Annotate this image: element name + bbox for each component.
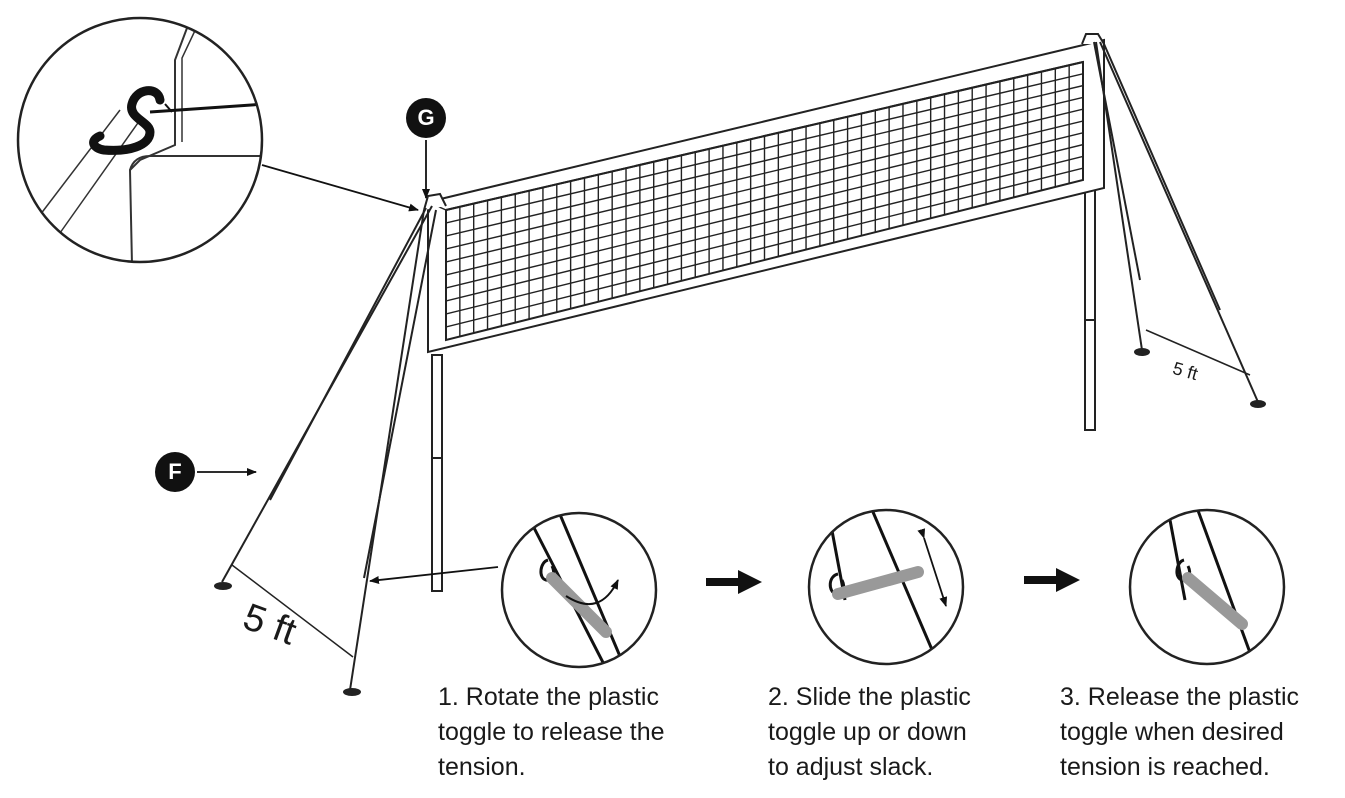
right-pole-top <box>1081 33 1105 45</box>
left-stakes <box>214 582 361 696</box>
flow-arrow-2-icon <box>1024 568 1080 592</box>
net-mesh-line <box>446 155 1083 315</box>
step-3-line-3: tension is reached. <box>1060 753 1270 781</box>
step-2-detail <box>807 508 965 666</box>
left-pole <box>431 354 443 592</box>
toggle-pointer-arrow <box>369 566 499 584</box>
hook-detail-zoom <box>16 16 264 264</box>
slide-arrow-icon <box>917 528 948 607</box>
step-3-line-2: toggle when desired <box>1060 718 1284 746</box>
step-3-line-1: 3. Release the plastic <box>1060 683 1300 711</box>
plastic-toggle <box>832 566 924 600</box>
net-mesh-line <box>446 84 1083 237</box>
flow-arrow-1-icon <box>706 570 762 594</box>
right-pole <box>1084 184 1096 431</box>
right-stakes <box>1134 348 1266 408</box>
net-mesh-line <box>446 96 1083 250</box>
plastic-toggle <box>1182 572 1248 630</box>
volleyball-net <box>427 38 1105 354</box>
step-2-line-2: toggle up or down <box>768 718 967 746</box>
net-mesh-line <box>446 167 1083 328</box>
rotate-arrow-icon <box>565 579 619 605</box>
s-hook-icon <box>89 86 165 155</box>
step-1-line-1: 1. Rotate the plastic <box>438 683 659 711</box>
step-3-detail <box>1128 508 1286 666</box>
net-mesh-line <box>446 143 1083 302</box>
step-1-text: 1. Rotate the plastic toggle to release … <box>438 680 665 785</box>
step-1-line-3: tension. <box>438 753 526 781</box>
right-distance-line <box>1145 329 1251 376</box>
left-distance-line <box>231 564 354 658</box>
right-guy-ropes <box>1093 41 1259 403</box>
callout-f-badge: F <box>155 452 195 492</box>
step-2-line-3: to adjust slack. <box>768 753 934 781</box>
step-3-text: 3. Release the plastic toggle when desir… <box>1060 680 1299 785</box>
net-mesh-line <box>446 132 1083 289</box>
net-mesh-line <box>446 120 1083 276</box>
step-2-line-1: 2. Slide the plastic <box>768 683 971 711</box>
net-mesh-line <box>446 73 1083 224</box>
step-1-detail <box>500 511 658 669</box>
step-1-line-2: toggle to release the <box>438 718 665 746</box>
step-2-text: 2. Slide the plastic toggle up or down t… <box>768 680 971 785</box>
plastic-toggle <box>546 572 612 638</box>
left-guy-ropes <box>221 205 437 691</box>
callout-g-badge: G <box>406 98 446 138</box>
zoom-pointer-arrow <box>261 164 419 212</box>
net-mesh-line <box>446 108 1083 263</box>
